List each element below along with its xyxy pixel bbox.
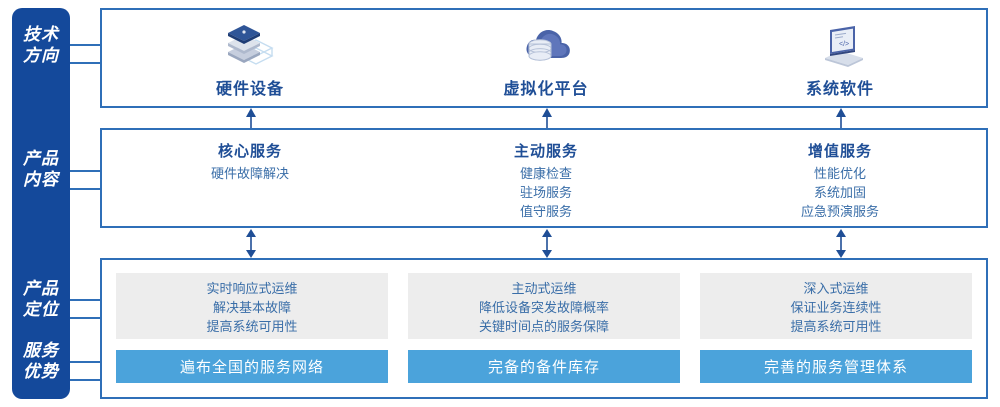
advantage-bar-service-network[interactable]: 遍布全国的服务网络 [116, 350, 388, 383]
connector-line [70, 361, 100, 363]
arrow-double-value-added-service [832, 229, 850, 258]
rail-label-line-2: 优势 [23, 362, 59, 381]
rail-label-product-content: 产品 内容 [12, 148, 70, 190]
connector-line [70, 317, 100, 319]
cloud-database-icon [398, 10, 694, 72]
positioning-line: 提高系统可用性 [206, 319, 298, 334]
positioning-line: 关键时间点的服务保障 [478, 319, 609, 334]
arrow-up-system-software [832, 108, 850, 128]
positioning-line: 降低设备突发故障概率 [478, 300, 609, 315]
positioning-box-deep: 深入式运维 保证业务连续性 提高系统可用性 [700, 273, 972, 339]
rail-label-line-1: 技术 [23, 25, 59, 44]
content-item: 性能优化 [813, 166, 866, 181]
arrow-double-proactive-service [538, 229, 556, 258]
content-item: 值守服务 [519, 204, 572, 219]
content-item: 健康检查 [519, 166, 572, 181]
positioning-line: 深入式运维 [803, 281, 869, 296]
connector-line [70, 44, 100, 46]
advantage-bar-management-system[interactable]: 完善的服务管理体系 [700, 350, 972, 383]
rail-label-line-2: 内容 [23, 170, 59, 189]
positioning-advantage-panel: 实时响应式运维 解决基本故障 提高系统可用性 主动式运维 降低设备突发故障概率 … [100, 258, 988, 399]
rail-label-product-positioning: 产品 定位 [12, 278, 70, 320]
content-item: 硬件故障解决 [210, 166, 289, 181]
tech-title: 虚拟化平台 [503, 81, 589, 98]
product-content-panel: 核心服务 硬件故障解决 主动服务 健康检查 驻场服务 值守服务 增值服务 性能优… [100, 128, 988, 228]
tech-column-virtualization[interactable]: 虚拟化平台 [398, 10, 694, 110]
connector-line [70, 299, 100, 301]
arrow-double-core-service [242, 229, 260, 258]
tech-column-system-software[interactable]: </> 系统软件 [694, 10, 986, 110]
positioning-box-proactive: 主动式运维 降低设备突发故障概率 关键时间点的服务保障 [408, 273, 680, 339]
rail-label-line-1: 产品 [23, 279, 59, 298]
positioning-box-realtime: 实时响应式运维 解决基本故障 提高系统可用性 [116, 273, 388, 339]
connector-line [70, 62, 100, 64]
connector-line [70, 188, 100, 190]
tech-column-hardware[interactable]: 硬件设备 [102, 10, 398, 110]
positioning-line: 解决基本故障 [212, 300, 291, 315]
positioning-line: 实时响应式运维 [206, 281, 298, 296]
laptop-code-icon: </> [694, 10, 986, 72]
category-rail [12, 8, 70, 399]
rail-label-line-1: 服务 [23, 341, 59, 360]
content-heading: 主动服务 [513, 143, 578, 160]
rail-label-service-advantage: 服务 优势 [12, 340, 70, 382]
advantage-bar-spare-parts[interactable]: 完备的备件库存 [408, 350, 680, 383]
rail-label-technology-direction: 技术 方向 [12, 24, 70, 66]
svg-text:</>: </> [839, 41, 849, 48]
content-column-value-added-service[interactable]: 增值服务 性能优化 系统加固 应急预演服务 [694, 130, 986, 230]
tech-title: 硬件设备 [215, 81, 284, 98]
positioning-line: 主动式运维 [511, 281, 577, 296]
content-item: 应急预演服务 [800, 204, 879, 219]
content-heading: 核心服务 [217, 143, 282, 160]
positioning-line: 保证业务连续性 [790, 300, 882, 315]
tech-title: 系统软件 [805, 81, 874, 98]
technology-direction-panel: 硬件设备 虚拟化平台 [100, 8, 988, 108]
rail-label-line-1: 产品 [23, 149, 59, 168]
content-column-proactive-service[interactable]: 主动服务 健康检查 驻场服务 值守服务 [398, 130, 694, 230]
content-heading: 增值服务 [807, 143, 872, 160]
arrow-up-virtualization [538, 108, 556, 128]
connector-line [70, 170, 100, 172]
connector-line [70, 379, 100, 381]
rail-label-line-2: 方向 [23, 46, 59, 65]
content-column-core-service[interactable]: 核心服务 硬件故障解决 [102, 130, 398, 230]
server-stack-icon [102, 10, 398, 72]
rail-label-line-2: 定位 [23, 300, 59, 319]
content-item: 驻场服务 [519, 185, 572, 200]
arrow-up-hardware [242, 108, 260, 128]
content-item: 系统加固 [813, 185, 866, 200]
positioning-line: 提高系统可用性 [790, 319, 882, 334]
